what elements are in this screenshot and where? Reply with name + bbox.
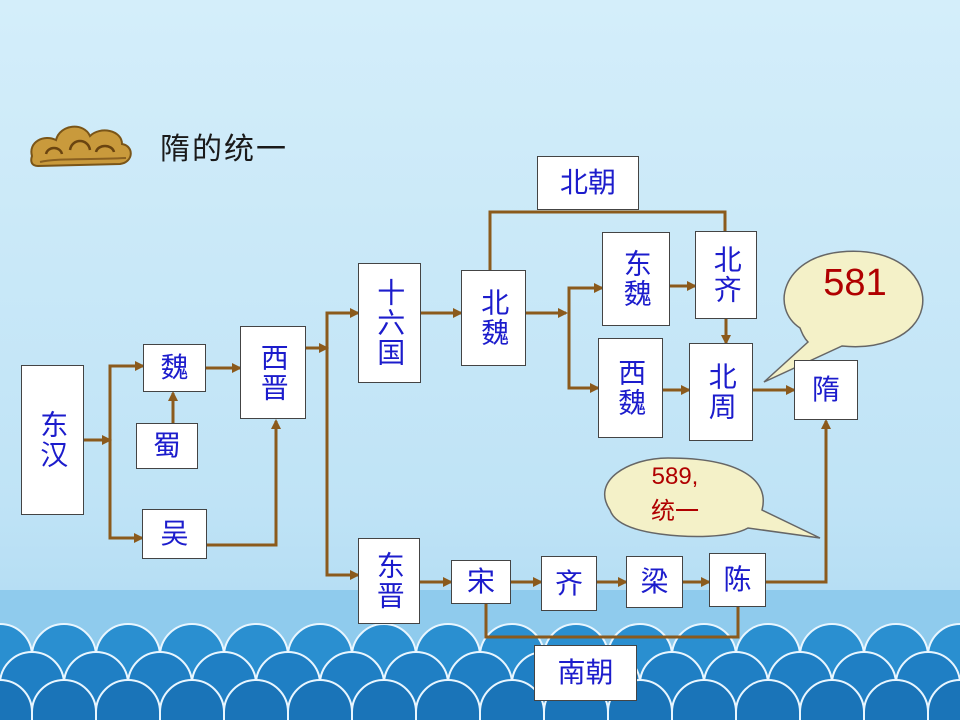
bracket-beichao [488,210,727,270]
arrow-to-dongwei [567,283,604,313]
arrow-chen-sui [766,419,831,584]
callout-bubble-581 [763,250,924,383]
node-beiwei: 北魏 [461,270,526,366]
node-donghan: 东汉 [21,365,84,515]
node-liang: 梁 [626,556,683,608]
page-title: 隋的统一 [160,132,288,167]
node-beizhou: 北周 [689,343,753,441]
auspicious-cloud-icon [30,125,132,168]
node-dongwei: 东魏 [602,232,670,326]
node-song: 宋 [451,560,511,604]
node-dongjin: 东晋 [358,538,420,624]
node-shiliuguo: 十六国 [358,263,421,383]
node-wei: 魏 [143,344,206,392]
group-label-beichao: 北朝 [537,156,639,210]
group-label-nanchao: 南朝 [534,645,637,701]
wave-pattern [0,623,960,720]
node-wu: 吴 [142,509,207,559]
arrow-wu-xijin [207,419,281,547]
node-chen: 陈 [709,553,766,607]
bracket-nanchao [484,604,740,639]
arrow-to-xiwei [567,313,600,393]
callout-581-text: 581 [823,262,887,304]
arrow-donghan-wei [84,361,145,442]
node-xijin: 西晋 [240,326,306,419]
arrow-to-shiliuguo [325,308,360,348]
node-xiwei: 西魏 [598,338,663,438]
arrow-donghan-wu [108,440,144,543]
callout-589-year: 589, [651,463,699,490]
node-qi: 齐 [541,556,597,611]
arrow-to-dongjin [325,348,360,580]
node-beiqi: 北齐 [695,231,757,319]
callout-589-text: 589, 统一 [625,460,725,530]
callout-589-unify: 统一 [651,497,699,525]
callout-bubble-589 [603,457,821,539]
node-shu: 蜀 [136,423,198,469]
node-sui: 隋 [794,360,858,420]
